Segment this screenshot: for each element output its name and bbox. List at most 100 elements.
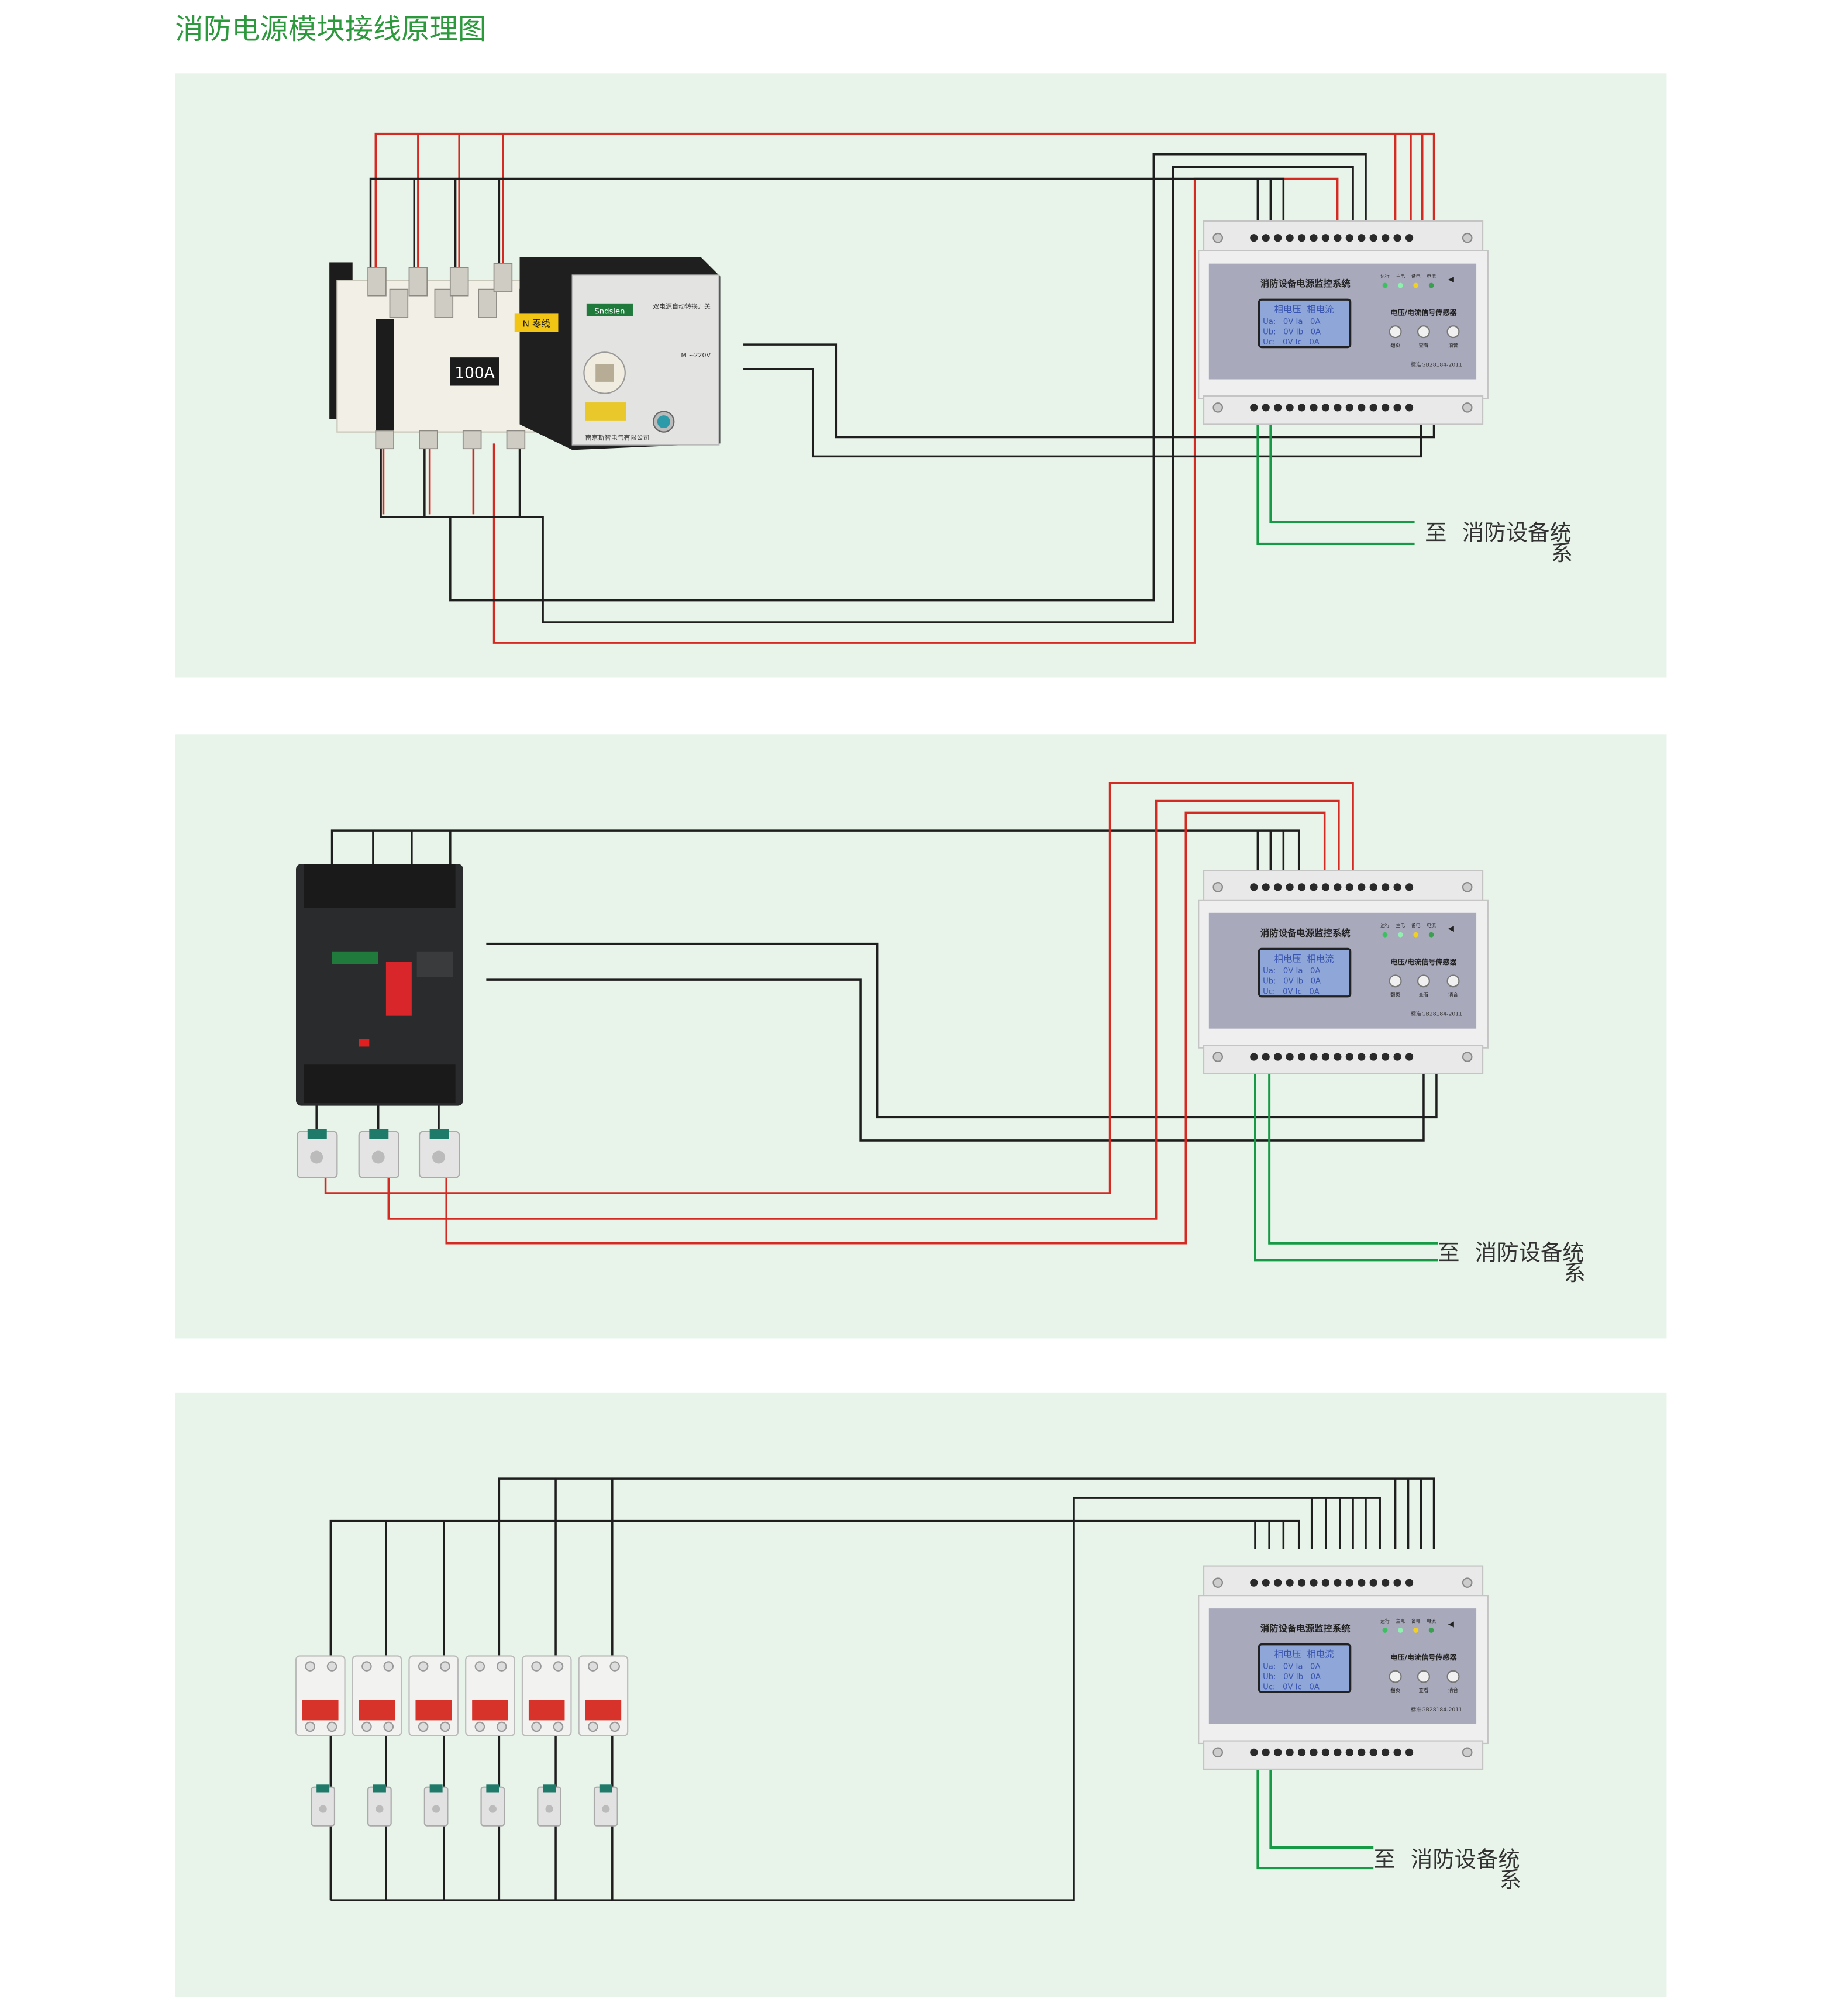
module-title: 消防设备电源监控系统 — [1260, 278, 1351, 289]
led-label: 主电 — [1396, 1618, 1405, 1624]
lcd-screen — [1258, 1643, 1352, 1693]
terminal — [1369, 1053, 1377, 1061]
terminal — [1345, 1053, 1353, 1061]
mcb-breakers — [295, 1655, 629, 1827]
terminal — [1345, 1748, 1353, 1756]
terminal — [1382, 404, 1390, 412]
terminal — [1369, 1748, 1377, 1756]
page-title: 消防电源模块接线原理图 — [175, 13, 486, 46]
module-button[interactable] — [1417, 1670, 1430, 1683]
terminal — [1250, 1053, 1258, 1061]
module-button[interactable] — [1389, 974, 1402, 988]
led-label: 电流 — [1427, 1618, 1436, 1624]
output-label-overflow: 系 — [1564, 1260, 1586, 1286]
output-label-main: 消防设备统 — [1475, 1239, 1584, 1265]
led-label: 运行 — [1380, 1618, 1390, 1624]
output-label-overflow: 系 — [1551, 540, 1573, 566]
terminal — [1297, 883, 1306, 891]
speaker-icon: ◀ — [1448, 1620, 1455, 1629]
terminal — [1321, 883, 1330, 891]
terminal — [1382, 234, 1390, 242]
lcd-row: Ua: 0V Ia 0A — [1263, 318, 1320, 326]
terminal — [1345, 404, 1353, 412]
terminal — [1310, 883, 1318, 891]
terminal — [1345, 1579, 1353, 1587]
module-button[interactable] — [1417, 974, 1430, 988]
terminal — [1358, 1579, 1366, 1587]
module-standard: 标准GB28184-2011 — [1411, 361, 1462, 368]
terminal — [1393, 1748, 1401, 1756]
lcd-screen — [1258, 947, 1352, 998]
terminal — [1358, 234, 1366, 242]
lcd-header: 相电压 相电流 — [1274, 304, 1334, 315]
terminal — [1393, 883, 1401, 891]
status-led — [1382, 282, 1388, 288]
terminal — [1393, 1053, 1401, 1061]
led-label: 备电 — [1411, 1618, 1421, 1624]
current-transformer — [367, 1784, 392, 1827]
mcb-breaker — [408, 1655, 459, 1736]
led-label: 电流 — [1427, 273, 1436, 279]
terminal — [1274, 1748, 1282, 1756]
lcd-row: Ua: 0V Ia 0A — [1263, 1662, 1320, 1671]
module-button[interactable] — [1389, 1670, 1402, 1683]
terminal — [1274, 234, 1282, 242]
ats-maker: 南京斯智电气有限公司 — [585, 433, 650, 442]
terminal — [1286, 234, 1294, 242]
terminal — [1286, 1053, 1294, 1061]
module-button-label: 翻页 — [1390, 343, 1400, 349]
terminal — [1297, 404, 1306, 412]
lcd-screen — [1258, 298, 1352, 349]
terminal — [1310, 1579, 1318, 1587]
lcd-row: Ub: 0V Ib 0A — [1263, 1673, 1321, 1681]
ats-neutral-tag-plate — [514, 313, 559, 332]
module-title: 消防设备电源监控系统 — [1260, 1623, 1351, 1634]
terminal — [1334, 1748, 1342, 1756]
status-led — [1428, 1628, 1434, 1633]
status-led — [1428, 932, 1434, 938]
terminal — [1393, 234, 1401, 242]
sensor-label: 电压/电流信号传感器 — [1390, 1653, 1457, 1662]
speaker-icon: ◀ — [1448, 925, 1455, 933]
module-button[interactable] — [1446, 974, 1460, 988]
terminal — [1369, 234, 1377, 242]
terminal — [1274, 1053, 1282, 1061]
terminal — [1274, 883, 1282, 891]
output-to-fire-system-label: 至 消防设备统 系 — [1373, 1846, 1521, 1893]
terminal — [1262, 1579, 1270, 1587]
terminal — [1405, 1748, 1414, 1756]
terminal — [1286, 883, 1294, 891]
terminal — [1405, 234, 1414, 242]
status-led — [1382, 1628, 1388, 1633]
terminal — [1358, 1053, 1366, 1061]
wires-neutral — [329, 1477, 1435, 1901]
module-button[interactable] — [1389, 325, 1402, 339]
lcd-row: Uc: 0V Ic 0A — [1263, 1683, 1320, 1692]
current-transformer — [480, 1784, 505, 1827]
output-label-main: 消防设备统 — [1411, 1846, 1520, 1872]
led-label: 电流 — [1427, 922, 1436, 928]
module-button[interactable] — [1446, 325, 1460, 339]
wires-neutral — [315, 829, 1438, 1142]
status-led — [1413, 282, 1419, 288]
terminal — [1321, 1053, 1330, 1061]
ats-rating: 100A — [454, 364, 494, 382]
terminal — [1310, 404, 1318, 412]
ats-rating-plate — [450, 357, 499, 386]
speaker-icon: ◀ — [1448, 275, 1455, 284]
sensor-label: 电压/电流信号传感器 — [1390, 957, 1457, 966]
terminal — [1262, 234, 1270, 242]
module-title: 消防设备电源监控系统 — [1260, 927, 1351, 938]
lcd-row: Ua: 0V Ia 0A — [1263, 967, 1320, 976]
module-button[interactable] — [1446, 1670, 1460, 1683]
module-button[interactable] — [1417, 325, 1430, 339]
output-to-fire-system-label: 至 消防设备统 系 — [1425, 519, 1573, 566]
mcb-breaker — [521, 1655, 572, 1736]
terminal — [1382, 1053, 1390, 1061]
module-button-label: 消音 — [1448, 992, 1458, 998]
wires-bus — [1253, 1073, 1438, 1262]
led-label: 主电 — [1396, 922, 1405, 928]
